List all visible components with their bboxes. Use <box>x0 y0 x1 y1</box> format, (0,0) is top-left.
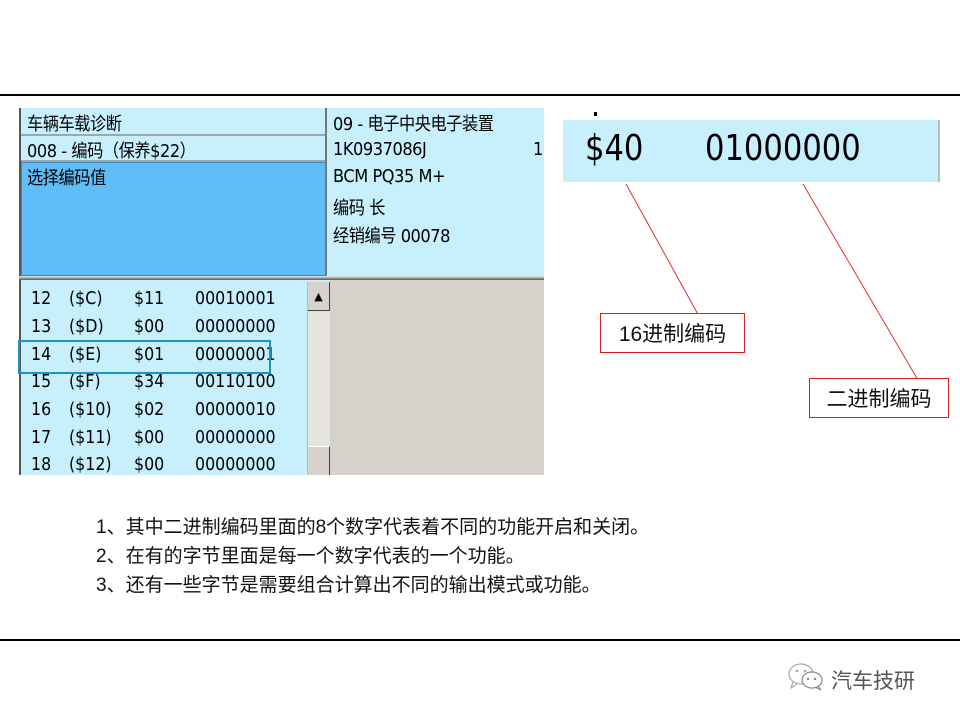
part-number: 1K0937086J <box>333 139 427 160</box>
note-3: 3、还有一些字节是需要组合计算出不同的输出模式或功能。 <box>96 575 601 596</box>
byte-hex-index: ($E) <box>69 344 102 365</box>
byte-hex-index: ($D) <box>69 316 104 337</box>
panel-title: 车辆车载诊断 <box>27 114 122 135</box>
byte-index: 14 <box>31 344 52 365</box>
divider <box>21 134 325 136</box>
strip-edge-mark <box>594 112 597 116</box>
byte-value: $01 <box>134 344 165 365</box>
module-type: BCM PQ35 M+ <box>333 166 446 187</box>
byte-value: $02 <box>134 399 165 420</box>
highlight-box-row-14 <box>18 340 271 374</box>
byte-hex-index: ($C) <box>69 288 103 309</box>
bottom-rule <box>0 639 960 641</box>
byte-index: 16 <box>31 399 52 420</box>
byte-hex-index: ($12) <box>69 454 112 475</box>
function-label: 008 - 编码（保养$22） <box>27 141 196 162</box>
selected-prompt: 选择编码值 <box>27 168 106 189</box>
triangle-up-icon: ▲ <box>314 289 323 303</box>
divider <box>21 160 325 162</box>
zoomed-byte-strip: $40 01000000 <box>563 120 940 182</box>
scroll-thumb[interactable] <box>308 446 330 475</box>
list-scrollbar[interactable]: ▲ <box>307 282 330 475</box>
byte-index: 13 <box>31 316 52 337</box>
brand-watermark: 汽车技研 <box>787 662 915 697</box>
byte-index: 17 <box>31 427 52 448</box>
explanation-notes: 1、其中二进制编码里面的8个数字代表着不同的功能开启和关闭。 2、在有的字节里面… <box>96 513 649 600</box>
module-name: 09 - 电子中央电子装置 <box>333 114 494 135</box>
binary-code-label: 二进制编码 <box>826 388 932 411</box>
hex-code-callout: 16进制编码 <box>600 313 745 353</box>
byte-value: $00 <box>134 427 165 448</box>
byte-value: $11 <box>134 288 165 309</box>
note-2: 2、在有的字节里面是每一个数字代表的一个功能。 <box>96 546 525 567</box>
scroll-up-button[interactable]: ▲ <box>308 282 330 311</box>
byte-binary: 00000010 <box>195 399 276 420</box>
brand-name: 汽车技研 <box>831 668 915 693</box>
byte-list: 12 ($C) $11 00010001 13 ($D) $00 0000000… <box>19 280 309 475</box>
byte-value: $34 <box>134 371 165 392</box>
byte-binary: 00000000 <box>195 454 276 475</box>
byte-index: 12 <box>31 288 52 309</box>
dealer-number: 经销编号 00078 <box>333 226 450 247</box>
binary-code-callout: 二进制编码 <box>809 378 949 418</box>
byte-value: $00 <box>134 454 165 475</box>
byte-binary: 00000000 <box>195 316 276 337</box>
hex-value: $40 <box>585 128 644 169</box>
byte-binary: 00000000 <box>195 427 276 448</box>
byte-index: 15 <box>31 371 52 392</box>
byte-binary: 00010001 <box>195 288 276 309</box>
diagnostic-screenshot: 车辆车载诊断 008 - 编码（保养$22） 选择编码值 09 - 电子中央电子… <box>19 108 544 475</box>
byte-hex-index: ($10) <box>69 399 112 420</box>
byte-hex-index: ($11) <box>69 427 112 448</box>
byte-index: 18 <box>31 454 52 475</box>
byte-value: $00 <box>134 316 165 337</box>
top-rule <box>0 94 960 96</box>
note-1: 1、其中二进制编码里面的8个数字代表着不同的功能开启和关闭。 <box>96 517 650 538</box>
byte-binary: 00000001 <box>195 344 276 365</box>
hex-code-label: 16进制编码 <box>618 323 727 346</box>
part-suffix: 1 <box>533 139 543 160</box>
binary-value: 01000000 <box>705 128 861 169</box>
empty-panel <box>330 280 544 475</box>
coding-type: 编码 长 <box>333 198 385 219</box>
byte-binary: 00110100 <box>195 371 276 392</box>
byte-hex-index: ($F) <box>69 371 101 392</box>
wechat-icon <box>787 662 825 697</box>
module-info-panel: 09 - 电子中央电子装置 1K0937086J 1 BCM PQ35 M+ 编… <box>327 108 544 276</box>
vertical-splitter[interactable] <box>325 108 327 276</box>
horizontal-splitter[interactable] <box>19 276 544 280</box>
